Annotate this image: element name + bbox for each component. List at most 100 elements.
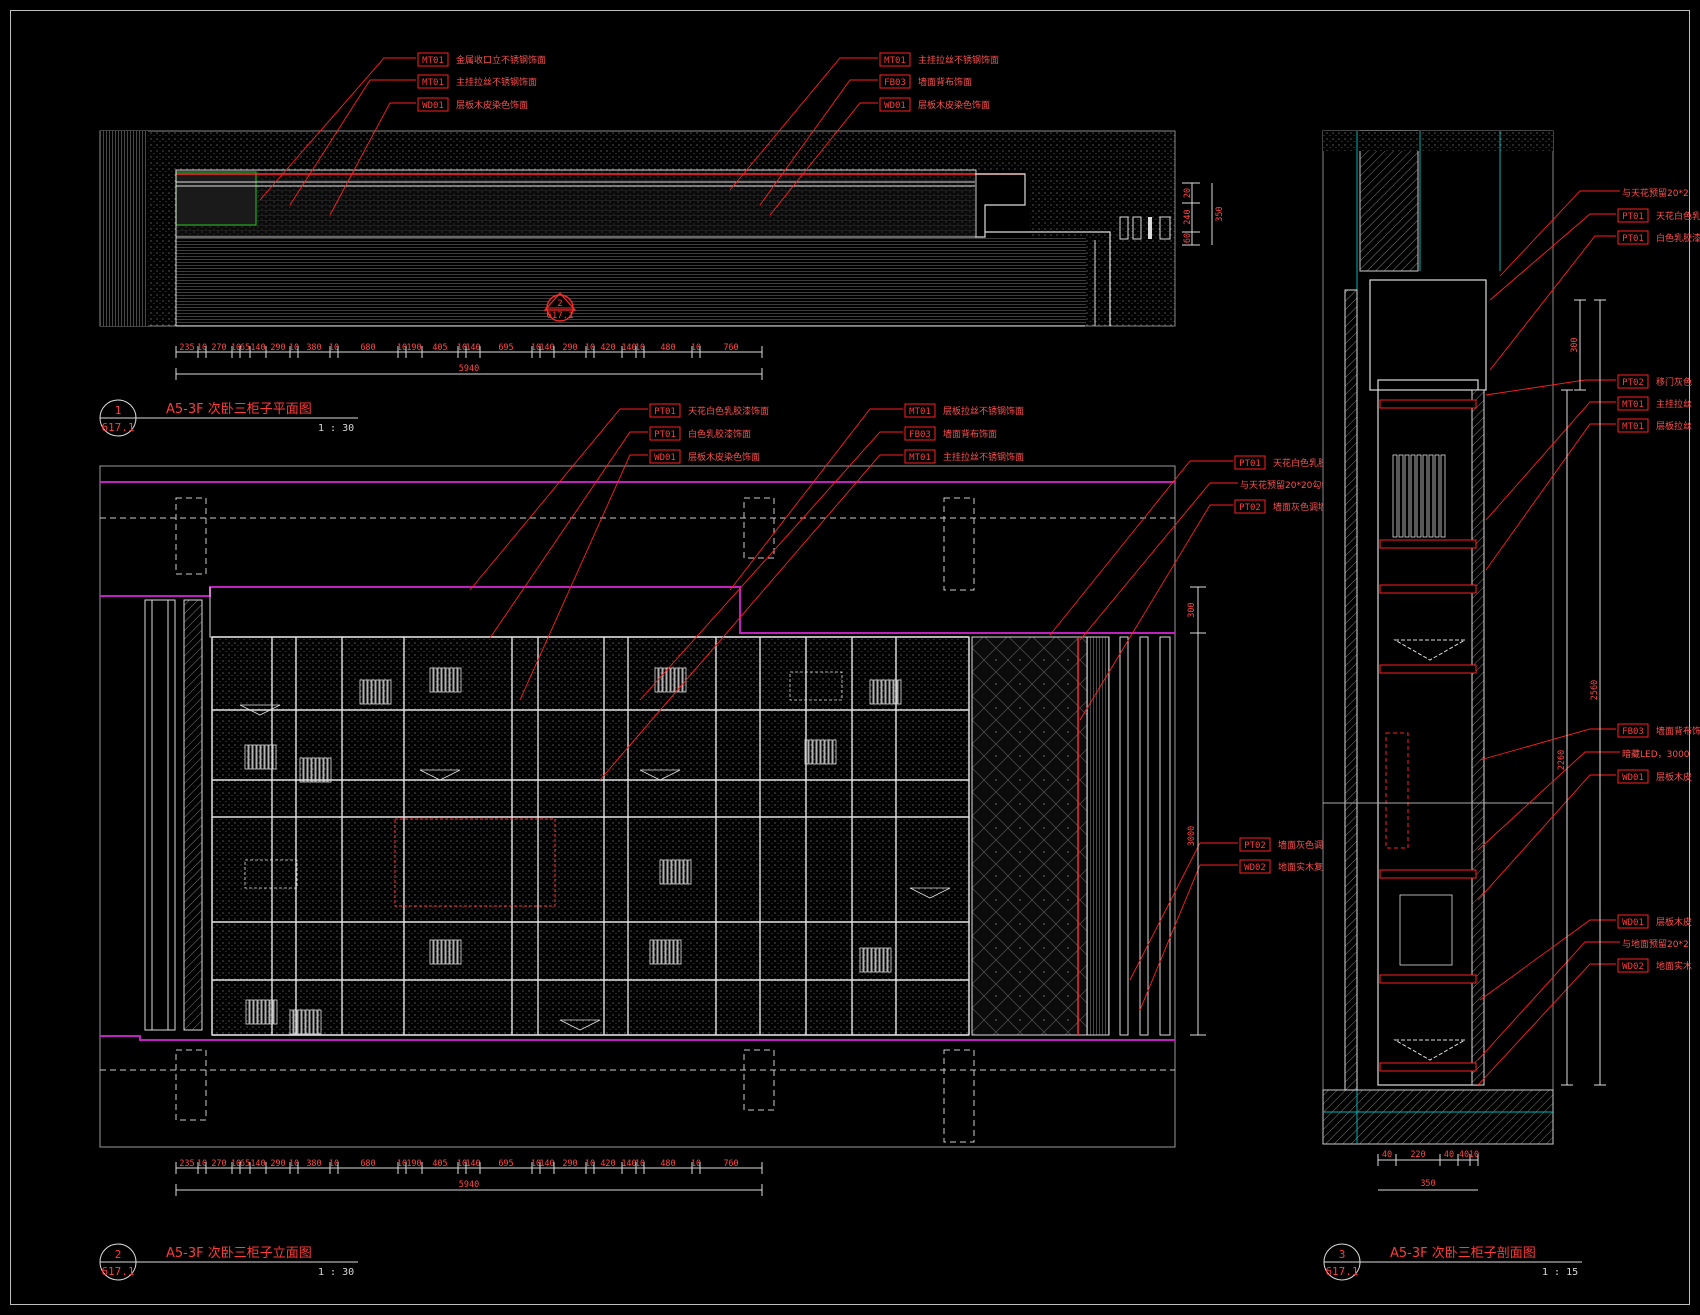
view-title-text: A5-3F 次卧三柜子立面图: [166, 1245, 312, 1261]
material-tag: FB03 墙面背布饰面: [904, 426, 997, 441]
view-reference: 617.1: [101, 1265, 134, 1278]
tray-item: [559, 1019, 601, 1031]
dimension-label: 300: [1187, 602, 1197, 617]
material-code: PT01: [654, 407, 676, 417]
dimension-label: 190: [406, 343, 421, 353]
dimension-label: 140: [465, 343, 480, 353]
material-note: 天花白色乳胶漆饰面: [688, 405, 769, 417]
material-note: 墙面背布饰面: [918, 76, 972, 88]
shelf-section: [1379, 539, 1477, 549]
books: [245, 999, 278, 1025]
leader-line: [1479, 919, 1616, 1001]
material-code: FB03: [1622, 727, 1644, 737]
section-marker-top: 2: [557, 299, 562, 309]
material-tag: MT01 主挂拉丝: [1617, 396, 1692, 411]
leader-line: [1079, 504, 1233, 721]
shelf-section: [1379, 399, 1477, 409]
material-code: WD01: [884, 101, 906, 111]
book-profile: [1440, 454, 1446, 538]
material-code: WD01: [1622, 918, 1644, 928]
dimension-label: 10: [329, 343, 339, 353]
book-profile: [1434, 454, 1440, 538]
dimension-label: 2260: [1557, 750, 1567, 770]
material-tag: 与天花预留20*20勾缝: [1240, 479, 1330, 491]
dimension-total: 5940: [459, 1180, 479, 1190]
dimension-label: 140: [465, 1159, 480, 1169]
books: [289, 1009, 322, 1035]
material-code: WD01: [422, 101, 444, 111]
dimension-label: 140: [250, 1159, 265, 1169]
material-code: FB03: [909, 430, 931, 440]
view-number: 1: [115, 404, 122, 417]
leader-line: [1489, 213, 1616, 301]
material-note: 层板木皮: [1656, 771, 1692, 783]
leader-line: [1499, 190, 1620, 277]
leader-line: [1477, 774, 1616, 901]
shelf-section: [1379, 664, 1477, 674]
leader-line: [1477, 941, 1620, 1061]
dimension-total: 5940: [459, 364, 479, 374]
dimension-label: 420: [600, 343, 615, 353]
dimension-label: 65: [240, 343, 250, 353]
material-note: 主挂拉丝: [1656, 398, 1692, 410]
led-strip: [1385, 732, 1409, 849]
leader-line: [769, 102, 878, 216]
material-note: 主挂拉丝不锈钢饰面: [918, 54, 999, 66]
leader-line: [1139, 864, 1238, 1011]
material-code: MT01: [909, 453, 931, 463]
section-marker: 2 617.1: [543, 292, 577, 322]
dimension-label: 10: [531, 1159, 541, 1169]
material-code: PT01: [1622, 234, 1644, 244]
dimension-label: 10: [231, 1159, 241, 1169]
view-scale: 1 : 30: [318, 1267, 354, 1278]
door-hardware: [1119, 216, 1171, 240]
dimension-label: 405: [432, 343, 447, 353]
dimension-label: 10: [197, 343, 207, 353]
cabinet-grid: [211, 636, 970, 1036]
dimension-label: 380: [306, 343, 321, 353]
view-number: 3: [1339, 1248, 1346, 1261]
material-code: PT02: [1244, 841, 1266, 851]
tray-item: [639, 769, 681, 781]
view-number: 2: [115, 1248, 122, 1261]
leader-line: [329, 102, 416, 216]
shelf-section: [1379, 1062, 1477, 1072]
material-note: 与天花预留20*2: [1622, 187, 1689, 199]
material-note: 墙面背布饰面: [943, 428, 997, 440]
material-note: 层板拉丝不锈钢饰面: [943, 405, 1024, 417]
material-code: MT01: [909, 407, 931, 417]
view-scale: 1 : 15: [1542, 1267, 1578, 1278]
material-code: MT01: [1622, 400, 1644, 410]
view-reference: 617.1: [101, 421, 134, 434]
material-code: PT02: [1622, 378, 1644, 388]
books: [244, 744, 277, 770]
shelf-section: [1379, 584, 1477, 594]
material-note: 主挂拉丝不锈钢饰面: [456, 76, 537, 88]
leader-line: [259, 57, 416, 201]
tray-item: [419, 769, 461, 781]
dimension-label: 290: [270, 1159, 285, 1169]
material-tag: 与地面预留20*2: [1622, 938, 1689, 950]
section-marker-bottom: 617.1: [546, 311, 573, 321]
dimension-label: 2560: [1590, 680, 1600, 700]
material-code: WD02: [1622, 962, 1644, 972]
book-profile: [1416, 454, 1422, 538]
dimension-label: 680: [360, 343, 375, 353]
dimension-label: 140: [250, 343, 265, 353]
dimension-label: 10: [231, 343, 241, 353]
